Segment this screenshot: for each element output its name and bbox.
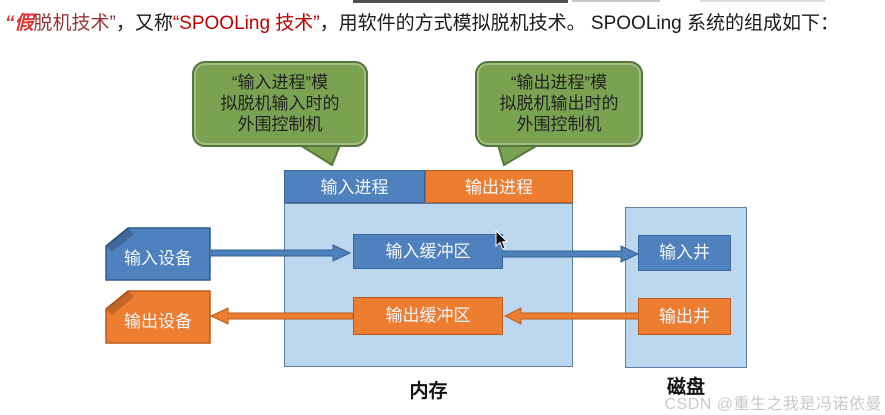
memory-container xyxy=(284,203,573,367)
arrow-input-device-to-buffer xyxy=(211,244,351,262)
cut-corner-card-shape xyxy=(105,290,211,344)
callout-tail xyxy=(496,144,542,167)
input-buffer-box: 输入缓冲区 xyxy=(353,234,503,269)
callout-tail xyxy=(296,144,342,167)
callout-input-process: “输入进程”模 拟脱机输入时的 外围控制机 xyxy=(192,61,368,147)
top-cutoff-artifact xyxy=(353,0,568,3)
callout-line: “输入进程”模 xyxy=(231,73,329,92)
input-device-shape: 输入设备 xyxy=(105,227,211,281)
arrow-input-buffer-to-well xyxy=(502,245,639,263)
arrow-output-well-to-buffer xyxy=(504,307,639,325)
top-cutoff-artifact xyxy=(700,0,825,2)
mouse-cursor-icon xyxy=(495,230,509,250)
disk-container xyxy=(625,207,747,368)
input-process-bar: 输入进程 xyxy=(284,170,425,203)
title-segment: SPOOLing 系统的组成如下： xyxy=(585,13,840,34)
callout-line: 拟脱机输出时的 xyxy=(499,94,619,113)
input-well-box: 输入井 xyxy=(638,235,731,271)
watermark-text: CSDN @重生之我是冯诺依曼 xyxy=(664,396,882,413)
title-segment: “SPOOLing 技术” xyxy=(172,13,320,34)
cut-corner-card-shape xyxy=(105,227,211,281)
output-well-box: 输出井 xyxy=(638,298,731,335)
title-segment: ，用软件的方式模拟脱机技术。 xyxy=(319,13,586,34)
memory-label: 内存 xyxy=(409,381,448,402)
output-device-shape: 输出设备 xyxy=(105,290,211,344)
callout-line: 外围控制机 xyxy=(237,115,323,134)
output-device-label: 输出设备 xyxy=(124,311,192,331)
callout-line: 外围控制机 xyxy=(516,115,602,134)
title-segment: ，又称 xyxy=(115,13,173,34)
title-segment: “假 xyxy=(5,13,34,34)
page-title: “假脱机技术”，又称“SPOOLing 技术”，用软件的方式模拟脱机技术。 SP… xyxy=(5,11,880,37)
callout-line: “输出进程”模 xyxy=(510,73,608,92)
input-device-label: 输入设备 xyxy=(124,248,192,268)
title-segment: 脱机技术” xyxy=(33,13,116,34)
callout-line: 拟脱机输入时的 xyxy=(220,94,340,113)
output-buffer-box: 输出缓冲区 xyxy=(353,297,503,335)
callout-output-process: “输出进程”模 拟脱机输出时的 外围控制机 xyxy=(475,61,643,147)
disk-label: 磁盘 xyxy=(666,377,705,398)
output-process-bar: 输出进程 xyxy=(425,170,573,203)
arrow-output-buffer-to-device xyxy=(210,307,353,325)
top-cutoff-artifact xyxy=(572,0,660,2)
